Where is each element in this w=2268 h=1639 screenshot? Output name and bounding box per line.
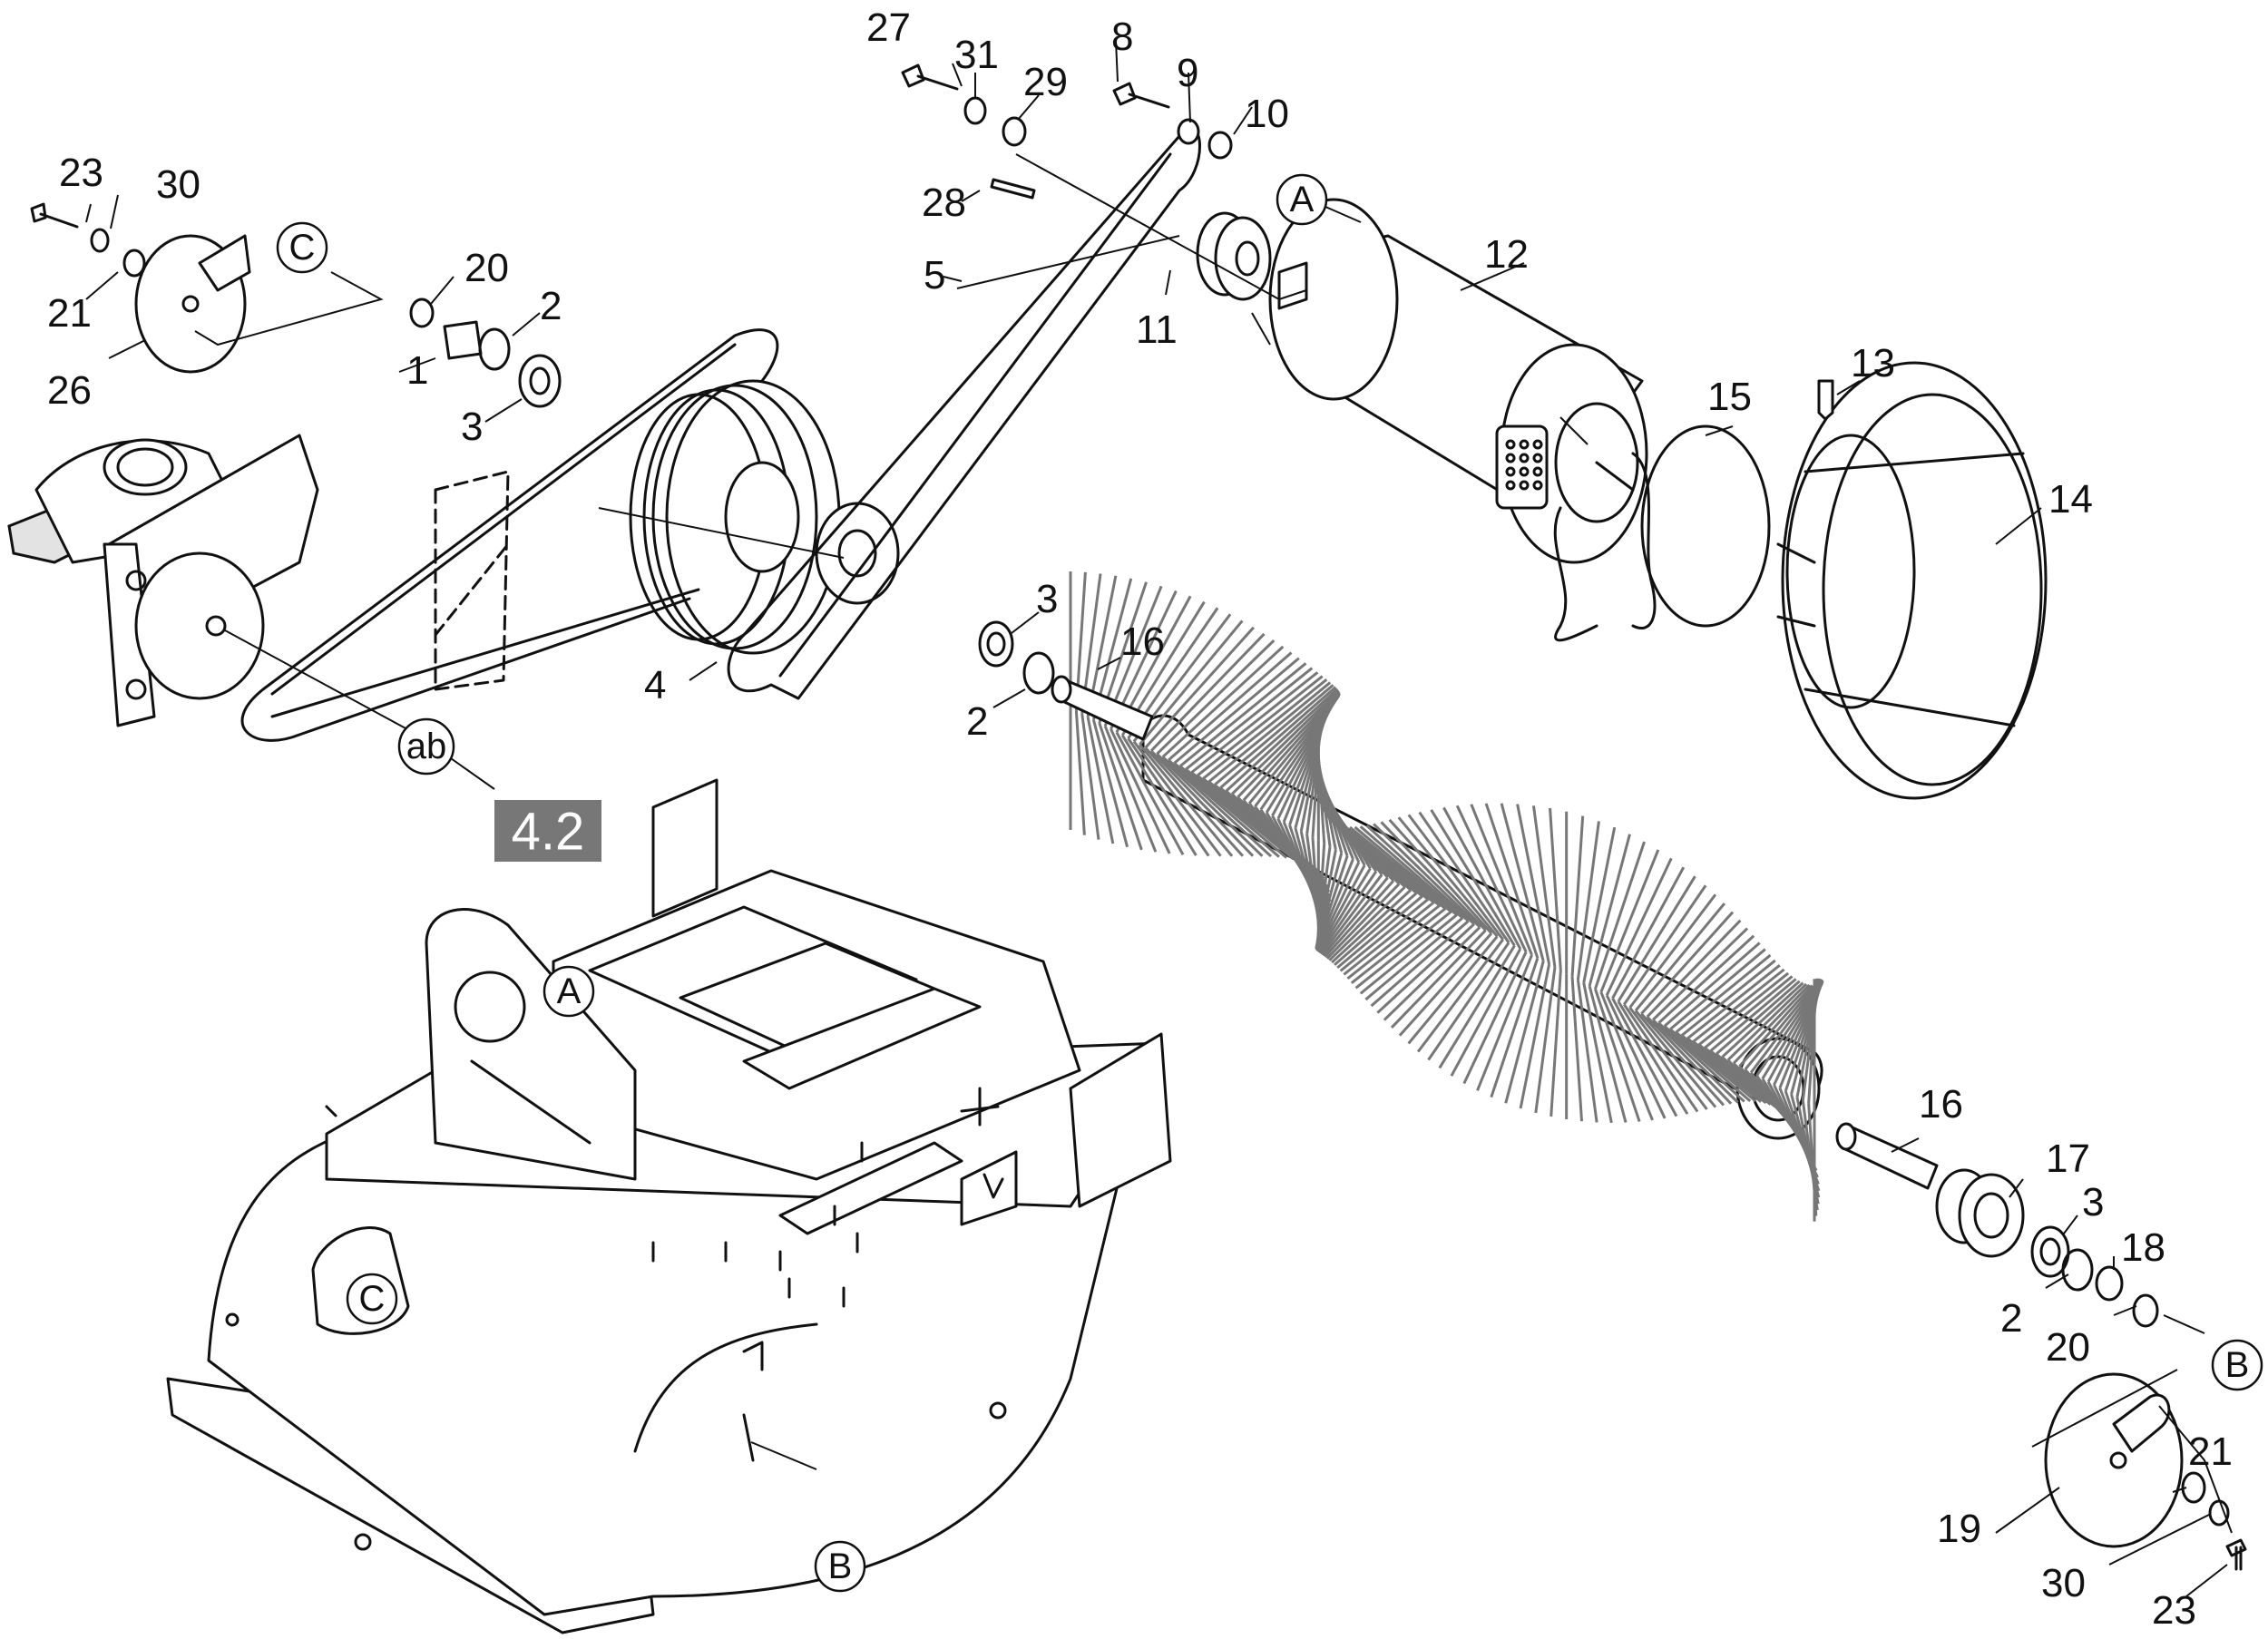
part-number-labels: 27 31 29 8 9 10 28 23 30 21 26 20 2 1 3 …	[47, 5, 2233, 1633]
retaining-ring-15	[1640, 424, 1771, 628]
brush-roller	[1069, 571, 1824, 1222]
label-14: 14	[2048, 477, 2093, 522]
shaft-16-upper	[1051, 675, 1154, 741]
label-11: 11	[1136, 307, 1178, 352]
marker-B-right: B	[2211, 1339, 2263, 1391]
label-3-left: 3	[461, 405, 483, 449]
pulley-4	[629, 379, 900, 655]
label-29: 29	[1023, 60, 1068, 104]
svg-text:C: C	[289, 228, 316, 268]
label-9: 9	[1177, 51, 1198, 95]
svg-text:C: C	[359, 1279, 386, 1319]
label-23-left: 23	[59, 151, 103, 195]
label-20-right: 20	[2046, 1325, 2090, 1370]
fan-impeller-14	[1776, 361, 2048, 800]
label-31: 31	[954, 33, 999, 77]
reference-markers: A C ab A C B B	[276, 173, 2263, 1593]
svg-text:B: B	[2225, 1345, 2250, 1385]
label-15: 15	[1707, 375, 1752, 419]
section-badge-label: 4.2	[512, 803, 585, 862]
label-1: 1	[406, 348, 428, 393]
marker-B-frame: B	[814, 1540, 866, 1593]
marker-C-frame: C	[346, 1273, 398, 1325]
sweeper-housing-frame	[166, 778, 1172, 1634]
shaft-16-lower	[1835, 1122, 1939, 1190]
label-8: 8	[1111, 15, 1133, 59]
label-10: 10	[1245, 92, 1289, 136]
label-16-upper: 16	[1120, 620, 1165, 664]
label-18: 18	[2121, 1225, 2165, 1270]
svg-text:ab: ab	[406, 727, 447, 766]
pulley-11	[1196, 211, 1272, 301]
label-2-right: 2	[2000, 1296, 2022, 1341]
vent-holes	[1505, 439, 1543, 491]
section-badge: 4.2	[494, 800, 601, 862]
label-2-mid: 2	[966, 699, 988, 744]
label-17: 17	[2046, 1137, 2090, 1181]
marker-A-top: A	[1276, 173, 1328, 226]
label-28: 28	[922, 180, 966, 225]
label-26: 26	[47, 368, 92, 413]
small-parts	[30, 63, 2247, 1571]
label-19: 19	[1937, 1507, 1981, 1551]
motor-12	[1268, 198, 1657, 642]
marker-C-top: C	[276, 221, 328, 274]
label-30-right: 30	[2041, 1561, 2086, 1605]
pin-13	[1817, 379, 1834, 421]
label-16-lower: 16	[1919, 1082, 1963, 1127]
label-13: 13	[1851, 341, 1895, 385]
leader-lines	[85, 40, 2233, 1597]
label-20-left: 20	[464, 246, 509, 290]
label-21-right: 21	[2188, 1429, 2233, 1474]
label-3-right: 3	[2082, 1180, 2104, 1224]
label-12: 12	[1484, 232, 1529, 277]
marker-A-frame: A	[543, 965, 595, 1018]
label-4: 4	[644, 663, 666, 707]
label-30-left: 30	[156, 162, 200, 207]
marker-ab: ab	[397, 717, 455, 776]
brush-bristles	[1069, 571, 1824, 1222]
svg-text:A: A	[1290, 180, 1315, 220]
label-23-right: 23	[2152, 1588, 2196, 1633]
gear-motor	[7, 434, 319, 727]
label-21-left: 21	[47, 291, 92, 336]
svg-text:B: B	[828, 1546, 853, 1586]
label-27: 27	[866, 5, 911, 50]
label-5: 5	[924, 253, 945, 298]
label-3-mid: 3	[1036, 577, 1058, 621]
label-2-left: 2	[540, 284, 562, 328]
svg-text:A: A	[557, 971, 582, 1011]
